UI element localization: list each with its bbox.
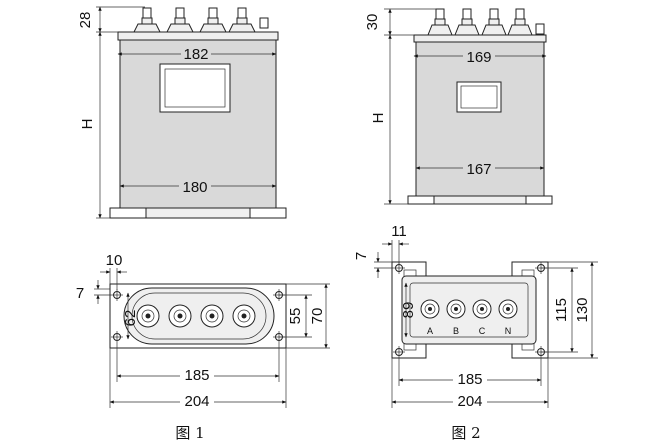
figure1-terminals — [132, 7, 269, 35]
terminal-label-a: A — [427, 326, 433, 336]
figure1-bottom-terminals — [136, 304, 256, 328]
figure1-hole-spacing: 55 — [287, 308, 304, 325]
figure1-lid — [117, 31, 279, 41]
figure1-side-view: 28 H 182 180 — [77, 6, 287, 219]
figure2-overall-width: 204 — [457, 393, 482, 410]
figure2-top-height: 30 — [364, 14, 381, 31]
figure1-outer-height: 70 — [309, 308, 326, 325]
figure2-outer-height: 130 — [574, 297, 591, 322]
figure1-nameplate — [159, 63, 231, 113]
terminal-label-b: B — [453, 326, 459, 336]
figure1-bottom-view: 10 7 62 55 70 185 204 — [76, 252, 330, 410]
figure1-inner-height: 62 — [122, 310, 139, 327]
figure1-bottom-width: 180 — [182, 179, 207, 196]
figure2-top-width: 169 — [466, 49, 491, 66]
figure1-overall-width: 204 — [184, 393, 209, 410]
figure2-caption: 图 2 — [451, 424, 480, 442]
figure1-body-outline — [123, 287, 275, 345]
figure2-height-label: H — [370, 113, 387, 124]
figure1-offset-y: 7 — [76, 285, 84, 302]
figure2-hole-distance: 185 — [457, 371, 482, 388]
terminal-label-n: N — [505, 326, 512, 336]
figure1-top-width: 182 — [183, 46, 208, 63]
figure2-bottom-view: A B C N 11 7 89 1 — [353, 223, 598, 410]
figure1-caption: 图 1 — [175, 424, 204, 442]
figure2-body-outline — [401, 275, 537, 345]
terminal-label-c: C — [479, 326, 486, 336]
figure2-side-view: 30 H 169 167 — [364, 8, 553, 205]
figure2-terminals — [427, 8, 545, 36]
figure2-lid — [413, 34, 547, 43]
figure2-bottom-width: 167 — [466, 161, 491, 178]
figure2-offset-y: 7 — [353, 252, 370, 260]
figure1-top-height: 28 — [77, 12, 94, 29]
figure2-bottom-terminals — [420, 299, 518, 319]
figure2-nameplate — [456, 81, 502, 113]
figure2-hole-spacing: 115 — [553, 298, 570, 322]
figure1-offset-x: 10 — [106, 252, 123, 269]
figure1-height-label: H — [79, 119, 96, 130]
figure2-inner-height: 89 — [400, 302, 417, 319]
figure1-hole-distance: 185 — [184, 367, 209, 384]
figure2-offset-x: 11 — [391, 223, 407, 240]
